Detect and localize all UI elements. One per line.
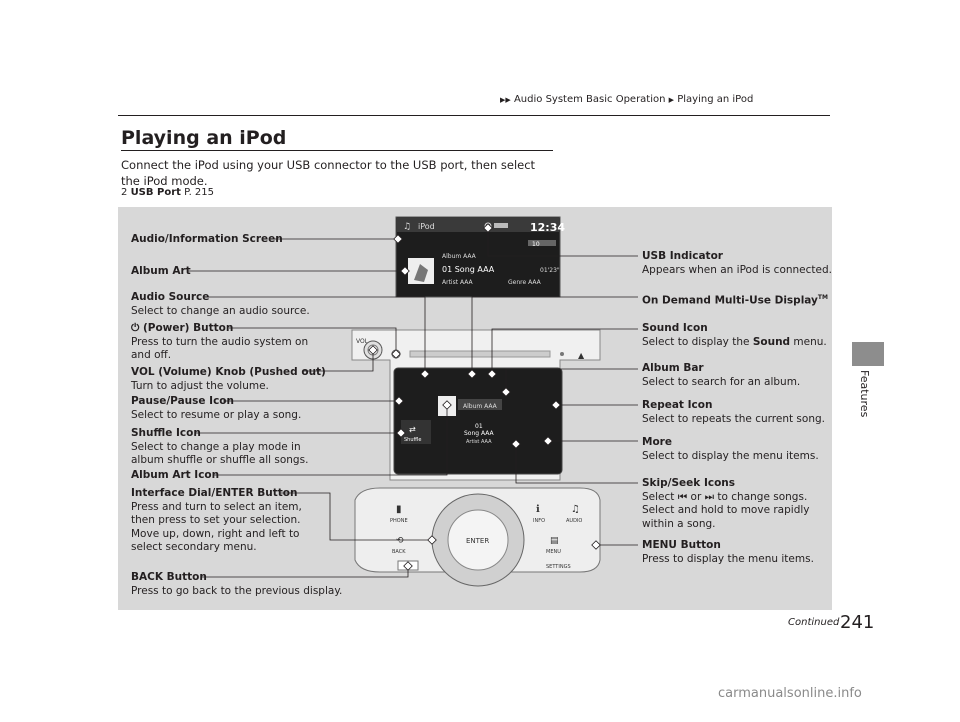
breadcrumb-item[interactable]: Audio System Basic Operation [513,94,666,105]
cross-reference[interactable]: 2 USB Port P. 215 [121,187,214,198]
disc-slot [409,350,551,358]
shuffle-glyph-icon: ⇄ [409,425,416,434]
callout-repeat: Repeat Icon Select to repeats the curren… [642,399,825,425]
callout-back: BACK Button Press to go back to the prev… [131,571,343,597]
phone-label: PHONE [390,518,408,524]
skip-forward-icon: ⏭ [704,490,715,503]
settings-label: SETTINGS [546,564,571,570]
screen-volume: 10 [532,241,540,248]
screen-album: Album AAA [442,253,477,260]
screen-clock: 12:34 [530,221,565,234]
xref-page: P. 215 [184,187,215,198]
callout-sound: Sound Icon Select to display the Sound m… [642,322,827,348]
audio-icon: ♫ [571,504,580,515]
odmd-album: Album AAA [463,403,498,410]
callout-shuffle: Shuffle Icon Select to change a play mod… [131,427,309,466]
screen-genre: Genre AAA [508,279,542,286]
back-label: BACK [392,549,406,555]
odmd-shuffle: Shuffle [404,437,421,443]
breadcrumb-arrow-icon: ▶ [668,96,675,104]
odmd-song: Song AAA [464,430,495,437]
odmd-track: 01 [475,423,483,430]
odmd-artist: Artist AAA [466,439,492,445]
callout-more: More Select to display the menu items. [642,436,819,462]
screen-song: 01 Song AAA [442,265,495,274]
page-title: Playing an iPod [121,127,287,149]
callout-pause: Pause/Pause Icon Select to resume or pla… [131,395,302,421]
screen-source: iPod [418,222,435,231]
info-icon: ℹ [536,504,540,515]
callout-skip: Skip/Seek Icons Select ⏮ or ⏭ to change … [642,477,810,530]
callout-audio-screen: Audio/Information Screen [131,233,283,245]
callout-album-art-icon: Album Art Icon [131,469,220,481]
screen-artist: Artist AAA [442,279,474,286]
breadcrumb-arrow-icon: ▶▶ [500,96,511,104]
breadcrumb-item[interactable]: Playing an iPod [677,94,754,105]
info-label: INFO [533,518,545,524]
continued-label: Continued [788,617,840,628]
callout-odmd: On Demand Multi-Use DisplayTM [642,294,828,307]
power-icon: ⏻ [131,322,143,334]
audio-label: AUDIO [566,518,582,524]
breadcrumb: ▶▶ Audio System Basic Operation ▶ Playin… [500,94,753,105]
odmd-screen [393,367,563,475]
section-tab-marker [852,342,884,366]
callout-audio-source: Audio Source Select to change an audio s… [131,291,310,317]
callout-album-art: Album Art [131,265,191,277]
enter-label: ENTER [466,537,489,545]
intro-text: Connect the iPod using your USB connecto… [121,158,536,188]
xref-label: USB Port [130,187,181,198]
callout-vol-knob: VOL (Volume) Knob (Pushed out) Turn to a… [131,366,326,392]
callout-dial: Interface Dial/ENTER Button Press and tu… [131,487,302,553]
title-rule [121,150,553,151]
callout-album-bar: Album Bar Select to search for an album. [642,362,801,388]
screen-time: 01'23" [540,267,560,274]
callout-power: ⏻ (Power) Button Press to turn the audio… [131,322,309,361]
menu-label: MENU [546,549,561,555]
skip-back-icon: ⏮ [677,490,688,503]
phone-icon: ▮ [396,504,402,515]
watermark: carmanualsonline.info [718,686,862,701]
page-number: 241 [840,612,875,633]
xref-icon: 2 [121,187,128,198]
callout-menu: MENU Button Press to display the menu it… [642,539,814,565]
menu-icon: ▤ [550,536,559,546]
back-icon: ⟲ [396,536,404,546]
music-note-icon: ♫ [403,222,411,232]
eject-icon: ▲ [578,351,585,360]
odmd-shuffle-icon [401,420,431,444]
vol-label: VOL [356,338,369,345]
section-tab-label: Features [858,370,871,418]
callout-usb: USB Indicator Appears when an iPod is co… [642,250,832,276]
header-rule [118,115,830,116]
